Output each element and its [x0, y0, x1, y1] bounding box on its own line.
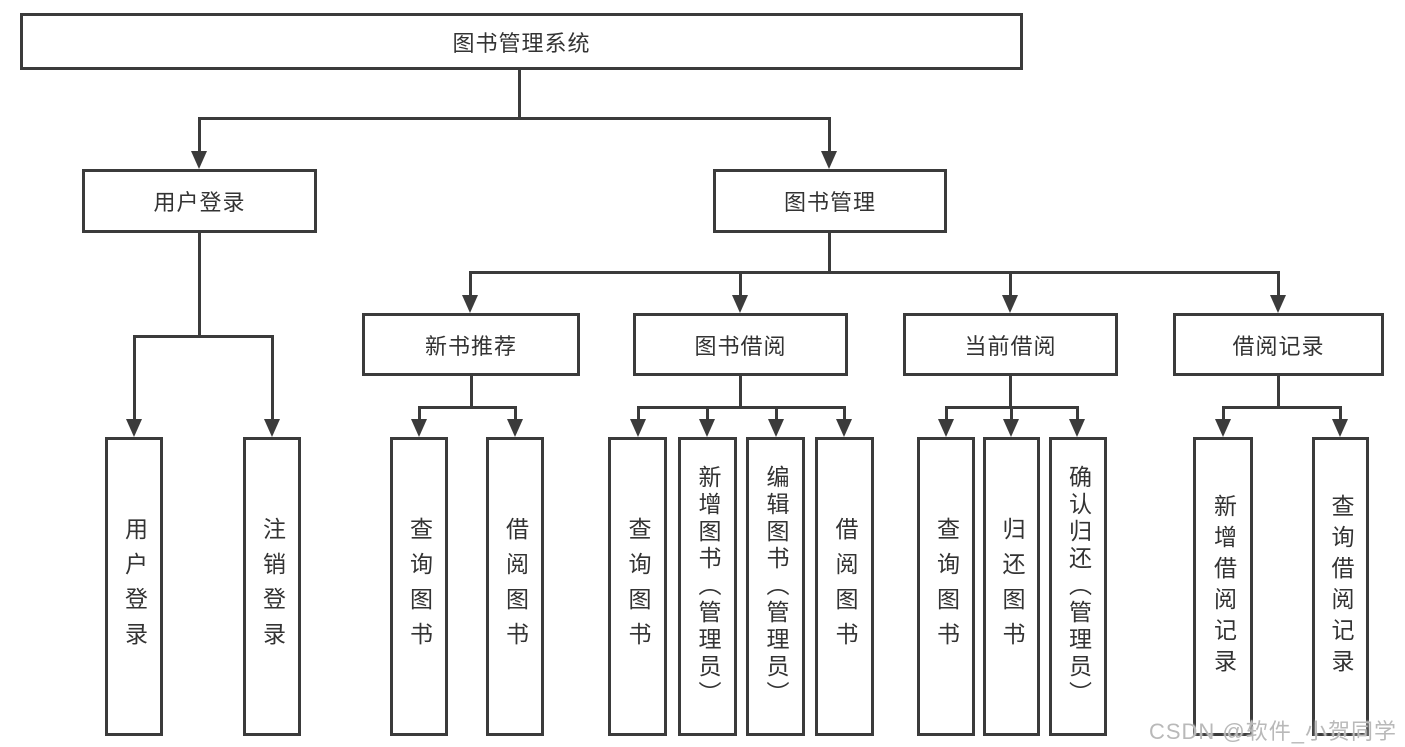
connector-g2-rail	[637, 406, 845, 409]
connector-g3-drop	[1009, 376, 1012, 409]
node-root-label: 图书管理系统	[452, 30, 591, 56]
connector-records-stub	[1277, 271, 1280, 298]
node-book-borrow: 图书借阅	[633, 313, 848, 376]
arrowhead-user-leaf1	[126, 419, 142, 437]
connector-user-stub	[198, 117, 201, 152]
leaf-g3-confirm-return-admin: 确认归还（管理员）	[1049, 437, 1107, 736]
arrowhead-g2-leaf2	[699, 419, 715, 437]
connector-g3-leaf3-stub	[1076, 406, 1079, 421]
leaf-g4-query-borrow-record: 查询借阅记录	[1312, 437, 1369, 736]
connector-g1-rail	[418, 406, 517, 409]
connector-g4-leaf1-stub	[1222, 406, 1225, 421]
arrowhead-newbook	[462, 295, 478, 313]
arrowhead-g2-leaf4	[836, 419, 852, 437]
arrowhead-records	[1270, 295, 1286, 313]
connector-g4-leaf2-stub	[1339, 406, 1342, 421]
node-root: 图书管理系统	[20, 13, 1023, 70]
connector-g2-drop	[739, 376, 742, 409]
connector-g2-leaf4-stub	[843, 406, 846, 421]
connector-g1-leaf2-stub	[514, 406, 517, 421]
leaf-g1-query-books: 查询图书	[390, 437, 448, 736]
connector-book-stub	[828, 117, 831, 152]
leaf-logout: 注销登录	[243, 437, 301, 736]
connector-g4-drop	[1277, 376, 1280, 409]
leaf-g2-borrow-books: 借阅图书	[815, 437, 874, 736]
leaf-g1-borrow-books: 借阅图书	[486, 437, 544, 736]
leaf-g2-edit-books-admin-label: 编辑图书（管理员）	[763, 465, 789, 708]
connector-level3-rail	[469, 271, 1280, 274]
node-book-borrow-label: 图书借阅	[694, 333, 787, 359]
leaf-g2-borrow-books-label: 借阅图书	[832, 516, 858, 657]
leaf-g3-confirm-return-admin-label: 确认归还（管理员）	[1065, 465, 1092, 708]
leaf-g1-borrow-books-label: 借阅图书	[502, 516, 529, 657]
leaf-g3-return-books-label: 归还图书	[999, 516, 1025, 657]
connector-user-drop	[198, 233, 201, 338]
node-borrow-records-label: 借阅记录	[1232, 333, 1325, 359]
connector-newbook-stub	[469, 271, 472, 298]
node-book-management-label: 图书管理	[783, 190, 876, 215]
node-current-borrow: 当前借阅	[903, 313, 1118, 376]
arrowhead-g1-leaf2	[507, 419, 523, 437]
connector-g2-leaf1-stub	[637, 406, 640, 421]
connector-g2-leaf3-stub	[775, 406, 778, 421]
connector-g1-drop	[470, 376, 473, 409]
connector-g1-leaf1-stub	[418, 406, 421, 421]
leaf-logout-label: 注销登录	[259, 516, 286, 657]
arrowhead-book	[821, 151, 837, 169]
leaf-g4-query-borrow-record-label: 查询借阅记录	[1328, 493, 1354, 680]
leaf-g4-add-borrow-record: 新增借阅记录	[1193, 437, 1253, 736]
watermark-text: CSDN @软件_小贺同学	[1148, 719, 1397, 744]
connector-borrow-stub	[739, 271, 742, 298]
arrowhead-borrow	[732, 295, 748, 313]
node-new-book-recommend: 新书推荐	[362, 313, 580, 376]
connector-g4-rail	[1222, 406, 1342, 409]
node-new-book-recommend-label: 新书推荐	[424, 333, 517, 359]
connector-user-leaf2-stub	[271, 335, 274, 421]
leaf-user-login: 用户登录	[105, 437, 163, 736]
arrowhead-g3-leaf2	[1003, 419, 1019, 437]
connector-root-drop	[518, 70, 521, 120]
arrowhead-current	[1002, 295, 1018, 313]
arrowhead-g2-leaf1	[630, 419, 646, 437]
connector-user-leaf1-stub	[133, 335, 136, 421]
arrowhead-g4-leaf2	[1332, 419, 1348, 437]
leaf-g2-add-books-admin-label: 新增图书（管理员）	[695, 465, 721, 708]
arrowhead-g3-leaf3	[1069, 419, 1085, 437]
node-current-borrow-label: 当前借阅	[964, 333, 1057, 359]
arrowhead-g3-leaf1	[938, 419, 954, 437]
connector-g3-leaf1-stub	[945, 406, 948, 421]
arrowhead-g4-leaf1	[1215, 419, 1231, 437]
connector-bookmgmt-drop	[828, 233, 831, 274]
leaf-g1-query-books-label: 查询图书	[406, 516, 433, 657]
leaf-g2-query-books: 查询图书	[608, 437, 667, 736]
leaf-g4-add-borrow-record-label: 新增借阅记录	[1210, 493, 1237, 680]
leaf-g2-query-books-label: 查询图书	[625, 516, 651, 657]
node-user-login-label: 用户登录	[153, 190, 246, 215]
arrowhead-user	[191, 151, 207, 169]
node-borrow-records: 借阅记录	[1173, 313, 1384, 376]
node-user-login: 用户登录	[82, 169, 317, 233]
leaf-g3-query-books: 查询图书	[917, 437, 975, 736]
leaf-g2-add-books-admin: 新增图书（管理员）	[678, 437, 737, 736]
connector-root-rail	[198, 117, 831, 120]
connector-g3-leaf2-stub	[1010, 406, 1013, 421]
leaf-g2-edit-books-admin: 编辑图书（管理员）	[746, 437, 805, 736]
connector-current-stub	[1009, 271, 1012, 298]
arrowhead-user-leaf2	[264, 419, 280, 437]
leaf-g3-return-books: 归还图书	[983, 437, 1040, 736]
leaf-g3-query-books-label: 查询图书	[933, 516, 960, 657]
arrowhead-g1-leaf1	[411, 419, 427, 437]
connector-g2-leaf2-stub	[706, 406, 709, 421]
leaf-user-login-label: 用户登录	[121, 516, 148, 657]
node-book-management: 图书管理	[713, 169, 947, 233]
connector-user-rail	[133, 335, 274, 338]
arrowhead-g2-leaf3	[768, 419, 784, 437]
